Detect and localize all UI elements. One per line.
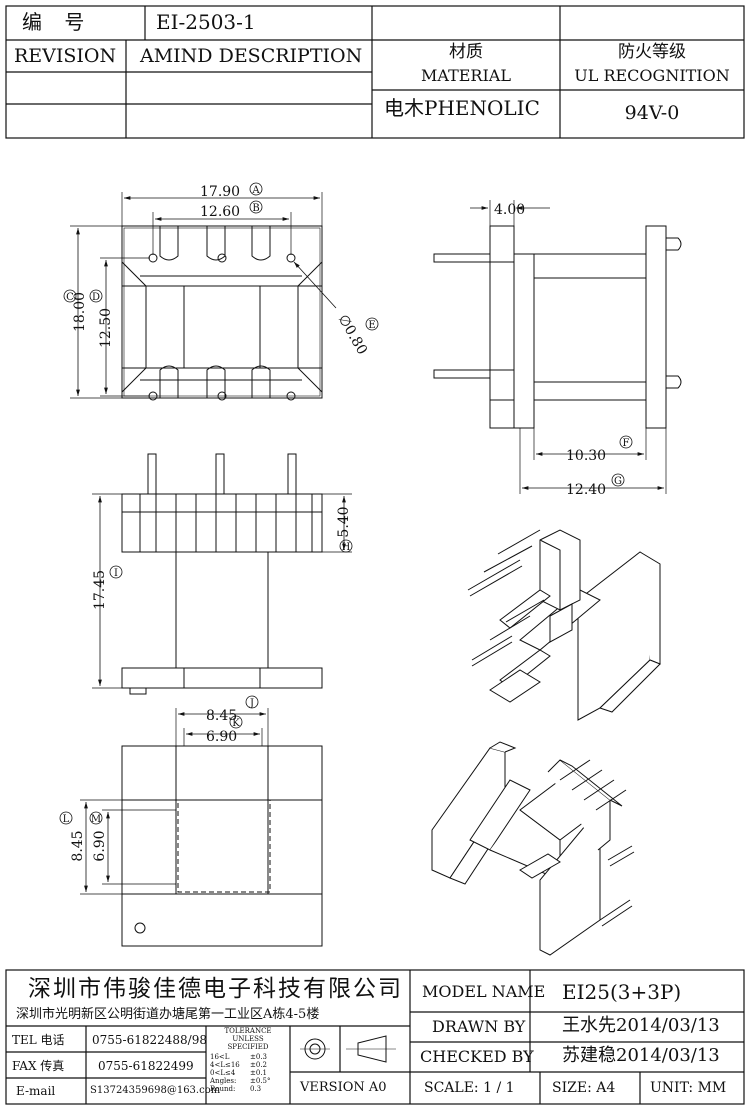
checked-value: 苏建稳2014/03/13 xyxy=(562,1045,720,1066)
top-view xyxy=(70,192,337,401)
marker-a: A xyxy=(249,182,263,196)
marker-k: K xyxy=(229,715,243,729)
svg-text:G: G xyxy=(614,476,622,487)
svg-text:L: L xyxy=(63,814,70,825)
dim-front-height: 17.45 xyxy=(92,570,108,610)
marker-h: H xyxy=(339,539,353,553)
svg-text:H: H xyxy=(342,542,351,553)
title-block xyxy=(5,969,745,1105)
company-address: 深圳市光明新区公明街道办塘尾第一工业区A栋4-5楼 xyxy=(16,1007,320,1022)
dim-top-height: 18.00 xyxy=(72,292,88,332)
material-label-en: MATERIAL xyxy=(421,66,511,85)
svg-text:A: A xyxy=(251,185,260,196)
svg-text:K: K xyxy=(232,718,240,729)
dim-front-flange: 5.40 xyxy=(336,506,352,537)
scale-text: SCALE: 1 / 1 xyxy=(424,1080,515,1096)
tolerance-range: 16<L xyxy=(210,1053,230,1061)
dim-side-inner: 10.30 xyxy=(566,448,606,464)
dim-side-flange: 4.00 xyxy=(494,202,525,218)
email-value: S13724359698@163.com xyxy=(90,1085,221,1096)
dim-bottom-outer-w: 8.45 xyxy=(206,708,237,724)
material-value: 电木PHENOLIC xyxy=(384,96,540,120)
revision-label: REVISION xyxy=(14,45,117,67)
marker-c: C xyxy=(63,289,77,303)
dim-bottom-outer-h: 8.45 xyxy=(70,830,86,861)
tolerance-row: 16<L ±0.3 xyxy=(208,1053,288,1061)
ul-value: 94V-0 xyxy=(624,102,680,124)
model-label: MODEL NAME xyxy=(422,982,546,1001)
dim-top-pin-span: 12.60 xyxy=(200,204,240,220)
tolerance-row: 4<L≤16 ±0.2 xyxy=(208,1061,288,1069)
isometric-view-bottom xyxy=(431,741,635,956)
marker-i: I xyxy=(109,565,123,579)
fax-label: FAX 传真 xyxy=(12,1059,65,1073)
marker-g: G xyxy=(611,473,625,487)
bottom-view xyxy=(80,708,323,947)
tolerance-value: ±0.2 xyxy=(250,1061,267,1069)
tolerance-range: 0<L≤4 xyxy=(210,1069,236,1077)
email-label: E-mail xyxy=(16,1084,56,1098)
tel-value: 0755-61822488/98 xyxy=(92,1033,207,1047)
company-name: 深圳市伟骏佳德电子科技有限公司 xyxy=(28,976,403,1002)
front-view xyxy=(92,453,352,695)
svg-text:M: M xyxy=(91,814,101,825)
size-text: SIZE: A4 xyxy=(552,1080,616,1096)
part-label: 编 号 xyxy=(22,10,93,34)
markers: A B C D E F G H I J K L M xyxy=(59,182,633,825)
description-label: AMIND DESCRIPTION xyxy=(140,45,363,67)
marker-b: B xyxy=(249,200,263,214)
marker-d: D xyxy=(89,289,103,303)
fax-value: 0755-61822499 xyxy=(98,1059,194,1073)
svg-text:J: J xyxy=(249,698,254,709)
drawn-value: 王水先2014/03/13 xyxy=(562,1015,720,1036)
tolerance-row: 0<L≤4 ±0.1 xyxy=(208,1069,288,1077)
version-text: VERSION A0 xyxy=(300,1080,387,1095)
model-value: EI25(3+3P) xyxy=(562,980,682,1004)
marker-m: M xyxy=(89,811,103,825)
drawn-label: DRAWN BY xyxy=(432,1017,526,1036)
tolerance-value: ±0.3 xyxy=(250,1053,267,1061)
svg-text:D: D xyxy=(92,292,100,303)
isometric-view-top xyxy=(467,529,661,721)
tolerance-range: 4<L≤16 xyxy=(210,1061,240,1069)
tolerance-value: ±0.1 xyxy=(250,1069,267,1077)
marker-j: J xyxy=(245,695,259,709)
tolerance-value: ±0.5° xyxy=(250,1077,271,1085)
side-view xyxy=(433,200,682,494)
tolerance-range: Round: xyxy=(210,1085,236,1093)
tel-label: TEL 电话 xyxy=(12,1033,65,1047)
checked-label: CHECKED BY xyxy=(420,1047,534,1066)
tolerance-value: 0.3 xyxy=(250,1085,262,1093)
tolerance-range: Angles: xyxy=(210,1077,237,1085)
dim-top-width: 17.90 xyxy=(200,184,240,200)
svg-text:E: E xyxy=(368,320,375,331)
ul-label-en: UL RECOGNITION xyxy=(574,66,730,85)
svg-text:B: B xyxy=(252,203,259,214)
dim-pin-hole: ∅0.80 xyxy=(335,312,371,358)
tolerance-title: TOLERANCE UNLESS SPECIFIED xyxy=(224,1027,272,1051)
dim-bottom-inner-h: 6.90 xyxy=(92,830,108,861)
header-table xyxy=(5,5,745,139)
marker-l: L xyxy=(59,811,73,825)
dim-bottom-inner-w: 6.90 xyxy=(206,729,237,745)
marker-e: E xyxy=(365,317,379,331)
ul-label-cn: 防火等级 xyxy=(618,42,686,62)
svg-text:F: F xyxy=(623,438,630,449)
dim-top-inner-height: 12.50 xyxy=(98,308,114,348)
part-number: EI-2503-1 xyxy=(156,10,256,34)
tolerance-row: Angles: ±0.5° xyxy=(208,1077,288,1085)
marker-f: F xyxy=(619,435,633,449)
svg-text:I: I xyxy=(114,568,118,579)
projection-symbol xyxy=(300,1035,396,1063)
dim-side-overall: 12.40 xyxy=(566,482,606,498)
material-label-cn: 材质 xyxy=(449,42,483,62)
svg-text:C: C xyxy=(66,292,74,303)
unit-text: UNIT: MM xyxy=(650,1080,727,1096)
tolerance-row: Round: 0.3 xyxy=(208,1085,288,1093)
